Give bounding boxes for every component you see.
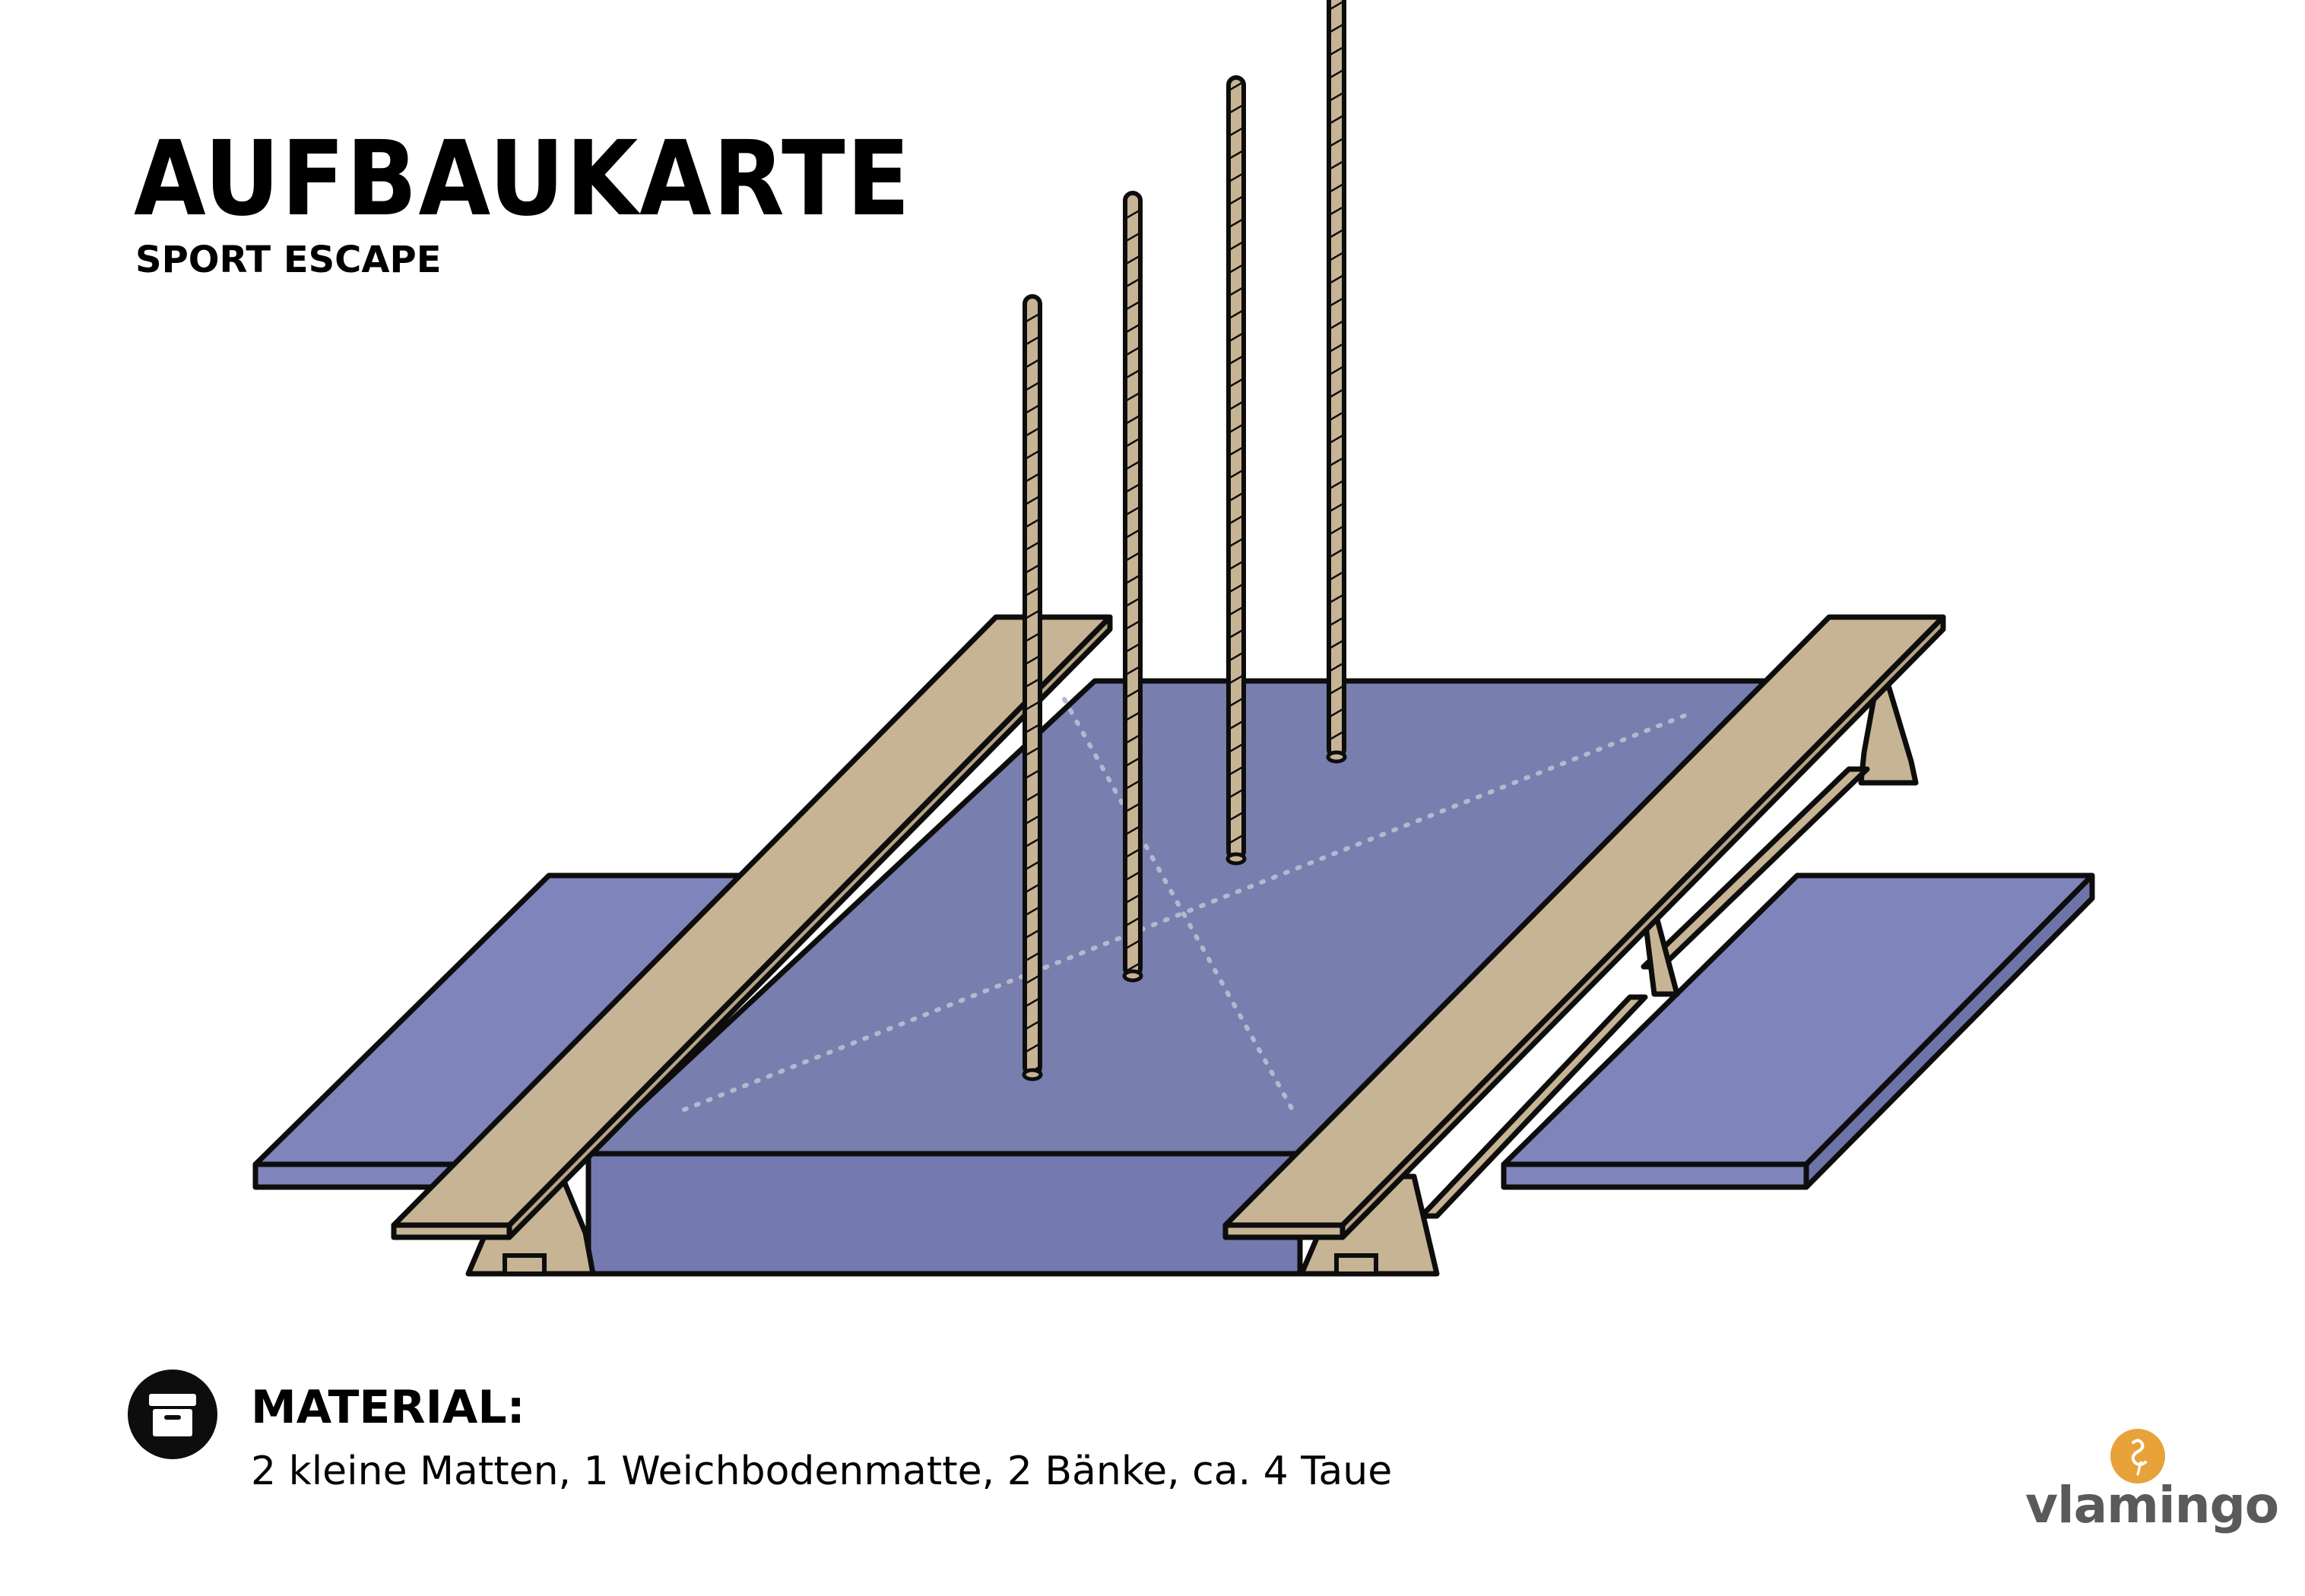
bench-right [1222,614,1946,1240]
material-list: 2 kleine Matten, 1 Weichbodenmatte, 2 Bä… [251,1449,1393,1494]
bench-left [391,614,1113,1240]
page-title: AUFBAUKARTE [134,119,912,239]
bench-right-frame [1298,682,1919,1277]
brand-logo-text: vlamingo [2025,1476,2279,1534]
rope-3 [1225,75,1247,866]
rope-2 [1122,191,1143,983]
page-subtitle: SPORT ESCAPE [135,239,442,281]
storage-box-icon [128,1370,217,1459]
flamingo-icon [2110,1429,2165,1484]
material-heading: MATERIAL: [251,1381,525,1434]
small-mat-right [1501,872,2095,1190]
rope-4 [1326,0,1347,764]
rope-1 [1022,294,1043,1081]
small-mat-left [252,872,801,1190]
